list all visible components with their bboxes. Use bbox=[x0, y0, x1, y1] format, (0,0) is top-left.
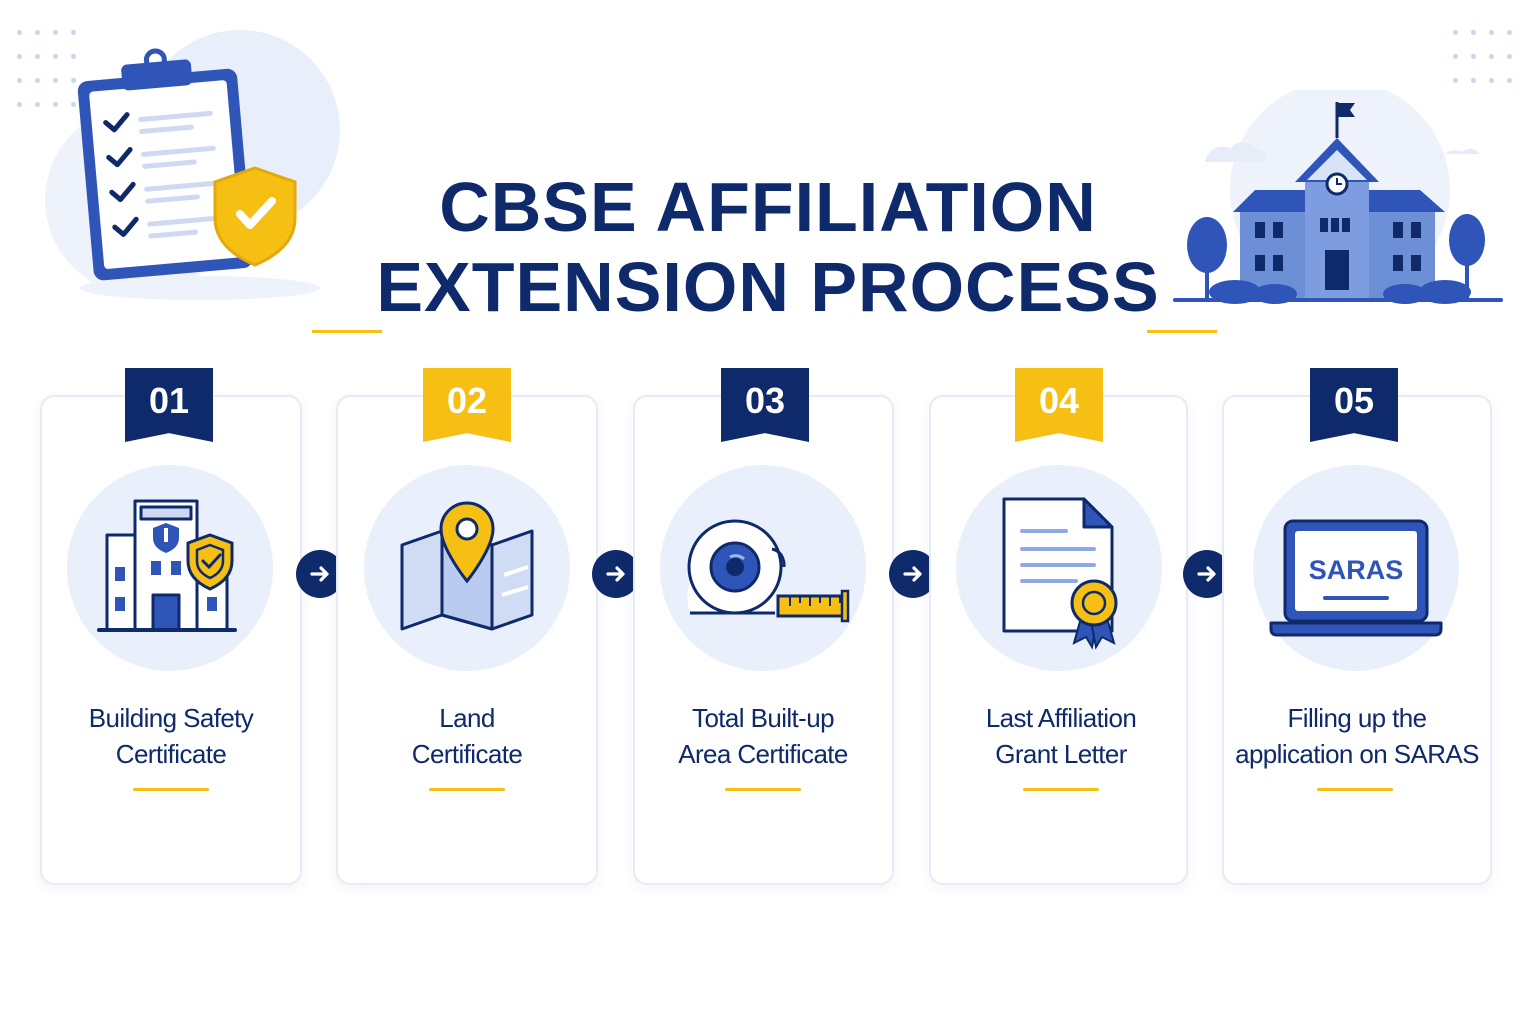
step-accent-rule bbox=[133, 788, 209, 791]
step-accent-rule bbox=[429, 788, 505, 791]
step-label-line: application on SARAS bbox=[1235, 739, 1479, 769]
title-accent-rule-left bbox=[312, 330, 382, 333]
step-icon-circle bbox=[956, 465, 1162, 671]
title-accent-rule-right bbox=[1147, 330, 1217, 333]
laptop-screen-text: SARAS bbox=[1308, 555, 1404, 585]
step-icon-circle bbox=[660, 465, 866, 671]
step-label: Filling up the application on SARAS bbox=[1222, 700, 1492, 772]
step-number-badge: 03 bbox=[721, 368, 809, 442]
step-label-line: Certificate bbox=[411, 739, 523, 769]
page-title-line-2: EXTENSION PROCESS bbox=[376, 248, 1160, 326]
step-label-line: Area Certificate bbox=[678, 739, 848, 769]
step-label-line: Building Safety bbox=[88, 703, 254, 733]
step-number-badge: 04 bbox=[1015, 368, 1103, 442]
step-label-line: Grant Letter bbox=[995, 739, 1127, 769]
step-label: Last Affiliation Grant Letter bbox=[926, 700, 1196, 772]
step-label-line: Certificate bbox=[115, 739, 227, 769]
step-label: Building Safety Certificate bbox=[36, 700, 306, 772]
step-label-line: Filling up the bbox=[1287, 703, 1427, 733]
step-label-line: Last Affiliation bbox=[985, 703, 1137, 733]
step-number-badge: 05 bbox=[1310, 368, 1398, 442]
step-icon-circle: SARAS bbox=[1253, 465, 1459, 671]
step-number-badge: 01 bbox=[125, 368, 213, 442]
page-title-line-1: CBSE AFFILIATION bbox=[439, 168, 1097, 246]
step-label-line: Land bbox=[439, 703, 495, 733]
step-accent-rule bbox=[725, 788, 801, 791]
step-label-line: Total Built-up bbox=[692, 703, 835, 733]
step-number-badge: 02 bbox=[423, 368, 511, 442]
step-label: Total Built-up Area Certificate bbox=[628, 700, 898, 772]
arrow-right-icon bbox=[592, 550, 640, 598]
step-label: Land Certificate bbox=[332, 700, 602, 772]
step-icon-circle bbox=[67, 465, 273, 671]
building-shield-icon bbox=[97, 499, 237, 632]
step-icon-circle bbox=[364, 465, 570, 671]
dot-grid-decoration-left bbox=[17, 30, 76, 107]
map-pin-icon bbox=[400, 501, 534, 631]
step-accent-rule bbox=[1023, 788, 1099, 791]
step-accent-rule bbox=[1317, 788, 1393, 791]
measuring-tape-icon bbox=[687, 519, 850, 623]
school-building-icon bbox=[1165, 80, 1510, 315]
clipboard-checklist-icon bbox=[30, 20, 350, 310]
dot-grid-decoration-right bbox=[1453, 30, 1512, 83]
certificate-document-icon bbox=[1002, 497, 1118, 650]
laptop-icon bbox=[1269, 519, 1443, 637]
